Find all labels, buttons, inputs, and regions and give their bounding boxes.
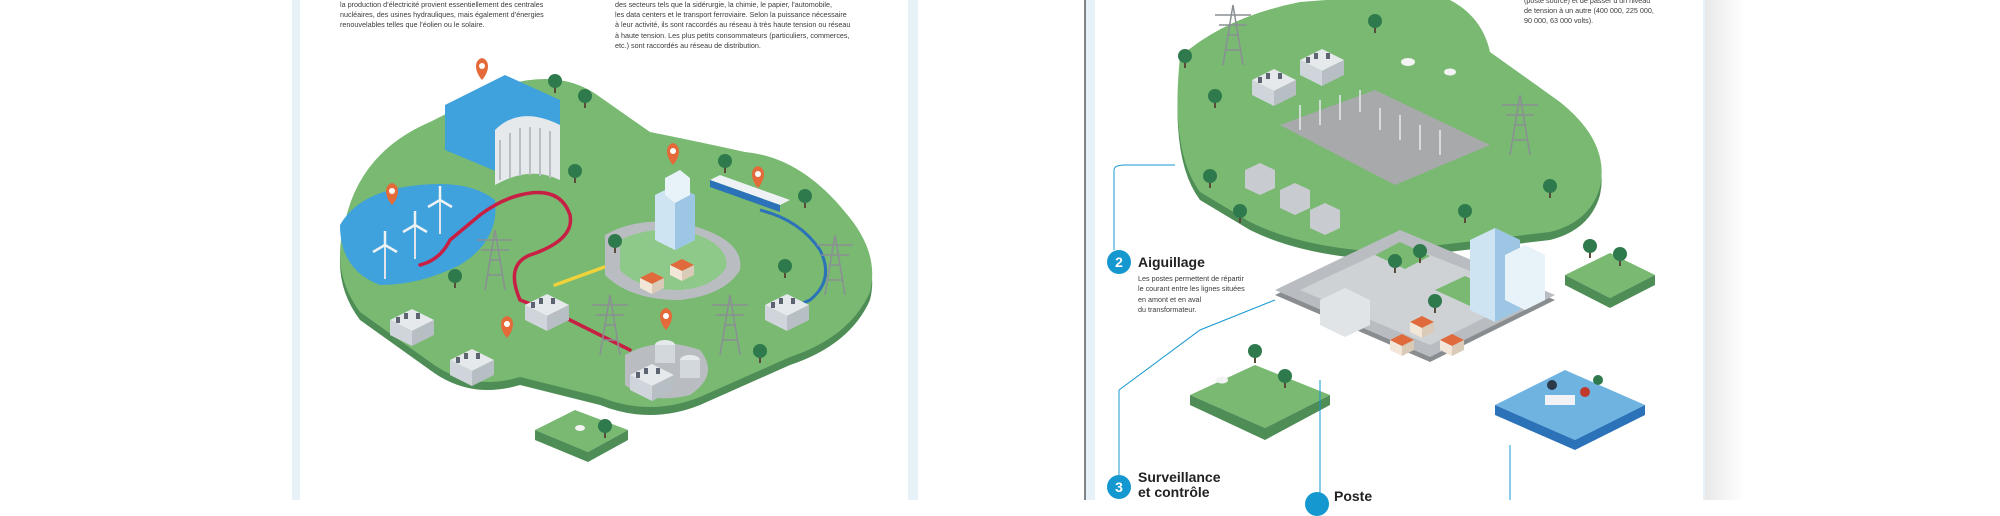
train-icon <box>710 175 790 212</box>
cow-icon <box>1216 376 1228 384</box>
cow-icon <box>1401 58 1415 66</box>
book-spine <box>1084 0 1086 500</box>
building-icon <box>655 170 695 250</box>
transformer-icon <box>1280 90 1490 185</box>
right-substation-island <box>1113 0 1655 500</box>
tree-icon <box>1583 239 1597 258</box>
step-description: Les postes permettent de répartir le cou… <box>1138 274 1245 315</box>
building-icon <box>1470 228 1545 322</box>
dam-icon <box>445 75 560 185</box>
page-shadow <box>1705 0 1745 500</box>
tree-icon <box>1248 344 1262 363</box>
step-title: Aiguillage <box>1138 254 1205 270</box>
left-paragraph-industry: des secteurs tels que la sidérurgie, la … <box>615 0 851 50</box>
step-title: Surveillance et contrôle <box>1138 469 1221 500</box>
cow-icon <box>575 425 585 431</box>
cow-icon <box>1444 68 1456 76</box>
step-number-badge: 2 <box>1107 250 1131 274</box>
tank-icon <box>655 340 700 378</box>
left-paragraph-production: la production d’électricité provient ess… <box>340 0 544 30</box>
left-energy-island <box>340 58 873 462</box>
illustration-layer <box>340 0 1655 500</box>
people-icon <box>1545 375 1603 405</box>
location-pin-icon <box>476 58 488 80</box>
right-paragraph-transformer: (poste source) et de passer d’un niveau … <box>1524 0 1654 26</box>
